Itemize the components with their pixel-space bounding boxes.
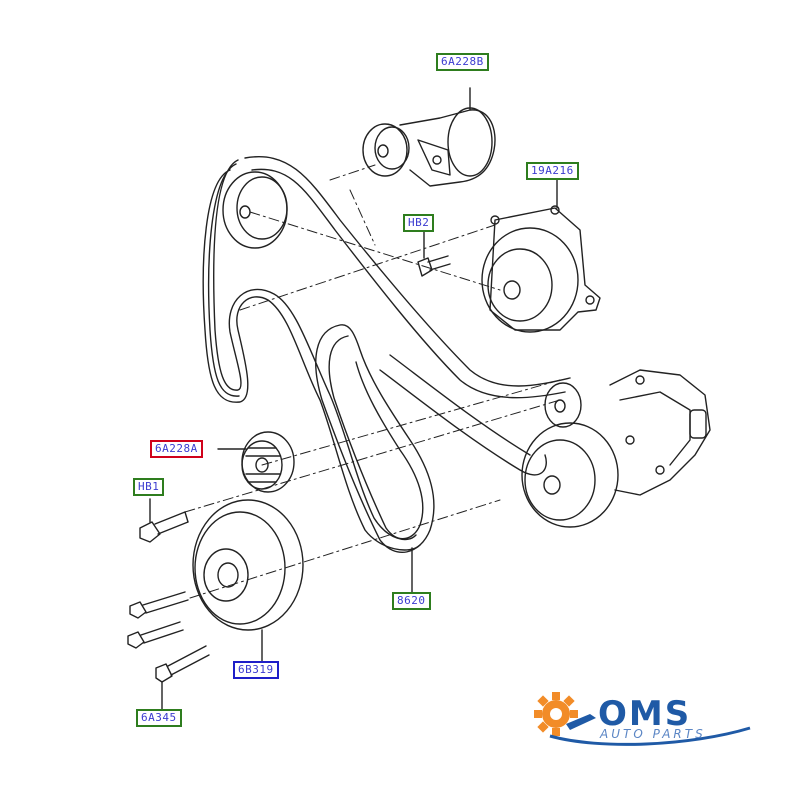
upper-pulley	[222, 171, 288, 249]
idler-drawing	[217, 431, 295, 493]
pump-pulley-drawing	[521, 382, 619, 528]
belt-drawing	[202, 156, 571, 553]
bracket-drawing	[481, 177, 601, 333]
gear-wrench-icon	[534, 692, 751, 746]
logo-wordmark: OMS	[598, 694, 692, 734]
callout-hb2[interactable]: HB2	[403, 214, 435, 232]
callout-hb1[interactable]: HB1	[133, 478, 165, 496]
crank-pulley-drawing	[192, 499, 304, 663]
callout-8620[interactable]: 8620	[392, 592, 431, 610]
tensioner-drawing	[362, 87, 496, 187]
bolt-hb1-drawing	[139, 498, 189, 543]
bolt-hb2-drawing	[417, 231, 451, 277]
callout-6a228a[interactable]: 6A228A	[150, 440, 203, 458]
callout-6a345[interactable]: 6A345	[136, 709, 182, 727]
callout-6a228b[interactable]: 6A228B	[436, 53, 489, 71]
axis-lines	[184, 164, 561, 599]
logo-subtitle: AUTO PARTS	[600, 727, 706, 741]
callout-19a216[interactable]: 19A216	[526, 162, 579, 180]
callout-6b319[interactable]: 6B319	[233, 661, 279, 679]
crank-bolts-drawing	[127, 591, 210, 713]
water-pump-drawing	[609, 369, 711, 496]
